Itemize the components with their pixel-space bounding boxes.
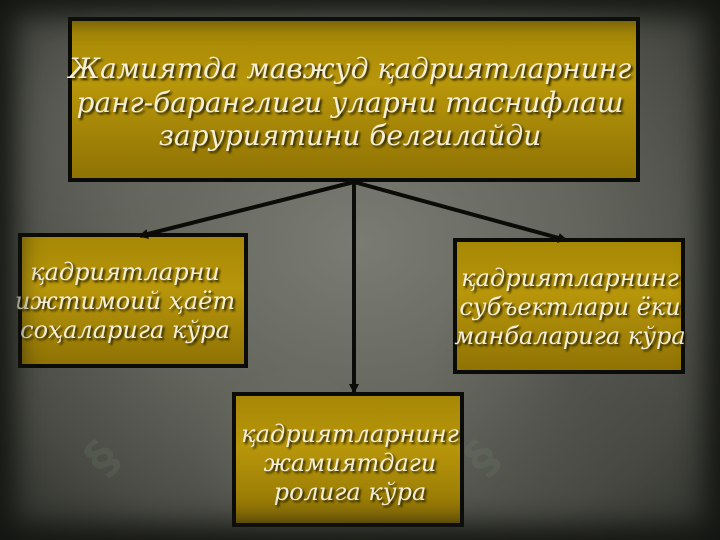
main-concept-line-3: заруриятини белгилайди [158, 119, 542, 153]
main-concept-line-2: ранг-баранглиги уларни таснифлаш [76, 85, 624, 119]
subjects-sources-line-3: манбаларига кўра [454, 321, 686, 350]
social-spheres-line-1: қадриятларни [30, 258, 220, 286]
category-box-social-spheres [18, 233, 248, 368]
social-role-line-3: ролига кўра [273, 477, 427, 506]
social-spheres-line-3: соҳаларига кўра [20, 315, 230, 344]
main-concept-text: Жамиятда мавжуд қадриятларнинг ранг-бара… [20, 52, 680, 153]
subjects-sources-line-1: қадриятларнинг [461, 264, 679, 292]
category-subjects-sources-text: қадриятларнинг субъектлари ёки манбалари… [420, 264, 720, 350]
category-social-role-text: қадриятларнинг жамиятдаги ролига кўра [200, 420, 500, 506]
social-role-line-2: жамиятдаги [263, 448, 437, 477]
social-role-line-1: қадриятларнинг [241, 420, 459, 448]
main-concept-line-1: Жамиятда мавжуд қадриятларнинг [68, 52, 632, 85]
social-spheres-line-2: ижтимоий ҳаёт [14, 286, 236, 315]
category-social-spheres-text: қадриятларни ижтимоий ҳаёт соҳаларига кў… [0, 258, 270, 344]
arrow-to-left [138, 180, 355, 239]
main-concept-box [68, 17, 640, 182]
arrow-to-right [353, 180, 568, 243]
category-box-social-role [232, 392, 464, 527]
subjects-sources-line-2: субъектлари ёки [459, 292, 681, 321]
category-box-subjects-sources [453, 238, 685, 374]
